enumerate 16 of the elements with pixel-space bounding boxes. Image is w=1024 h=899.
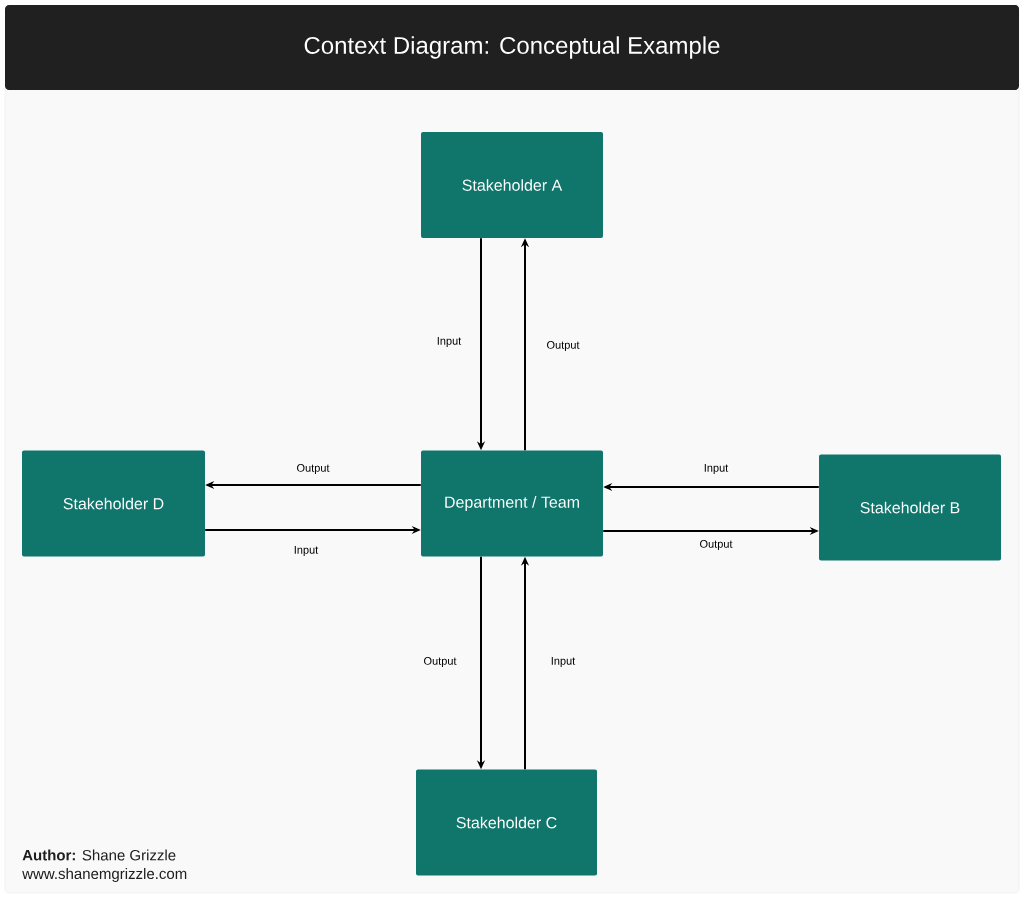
process-box: Department / Team: [421, 450, 603, 557]
stakeholder-box: Stakeholder C: [416, 769, 597, 876]
edge-label: Input: [294, 546, 319, 556]
title-bar: Context Diagram: Conceptual Example: [5, 5, 1019, 90]
stakeholder-box: Stakeholder D: [22, 450, 205, 557]
edge-label: Output: [547, 341, 580, 351]
edge-label: Output: [700, 540, 733, 550]
edge-label: Output: [297, 464, 330, 474]
edge-label: Output: [424, 657, 457, 667]
stakeholder-box: Stakeholder A: [421, 132, 603, 238]
edge-label: Input: [704, 464, 729, 474]
author-credit: Author: Shane Grizzle: [22, 849, 176, 861]
stakeholder-box: Stakeholder B: [819, 454, 1001, 561]
edge-label: Input: [551, 657, 576, 667]
edge-label: Input: [437, 337, 462, 347]
website-address: www.shanemgrizzle.com: [22, 868, 187, 882]
